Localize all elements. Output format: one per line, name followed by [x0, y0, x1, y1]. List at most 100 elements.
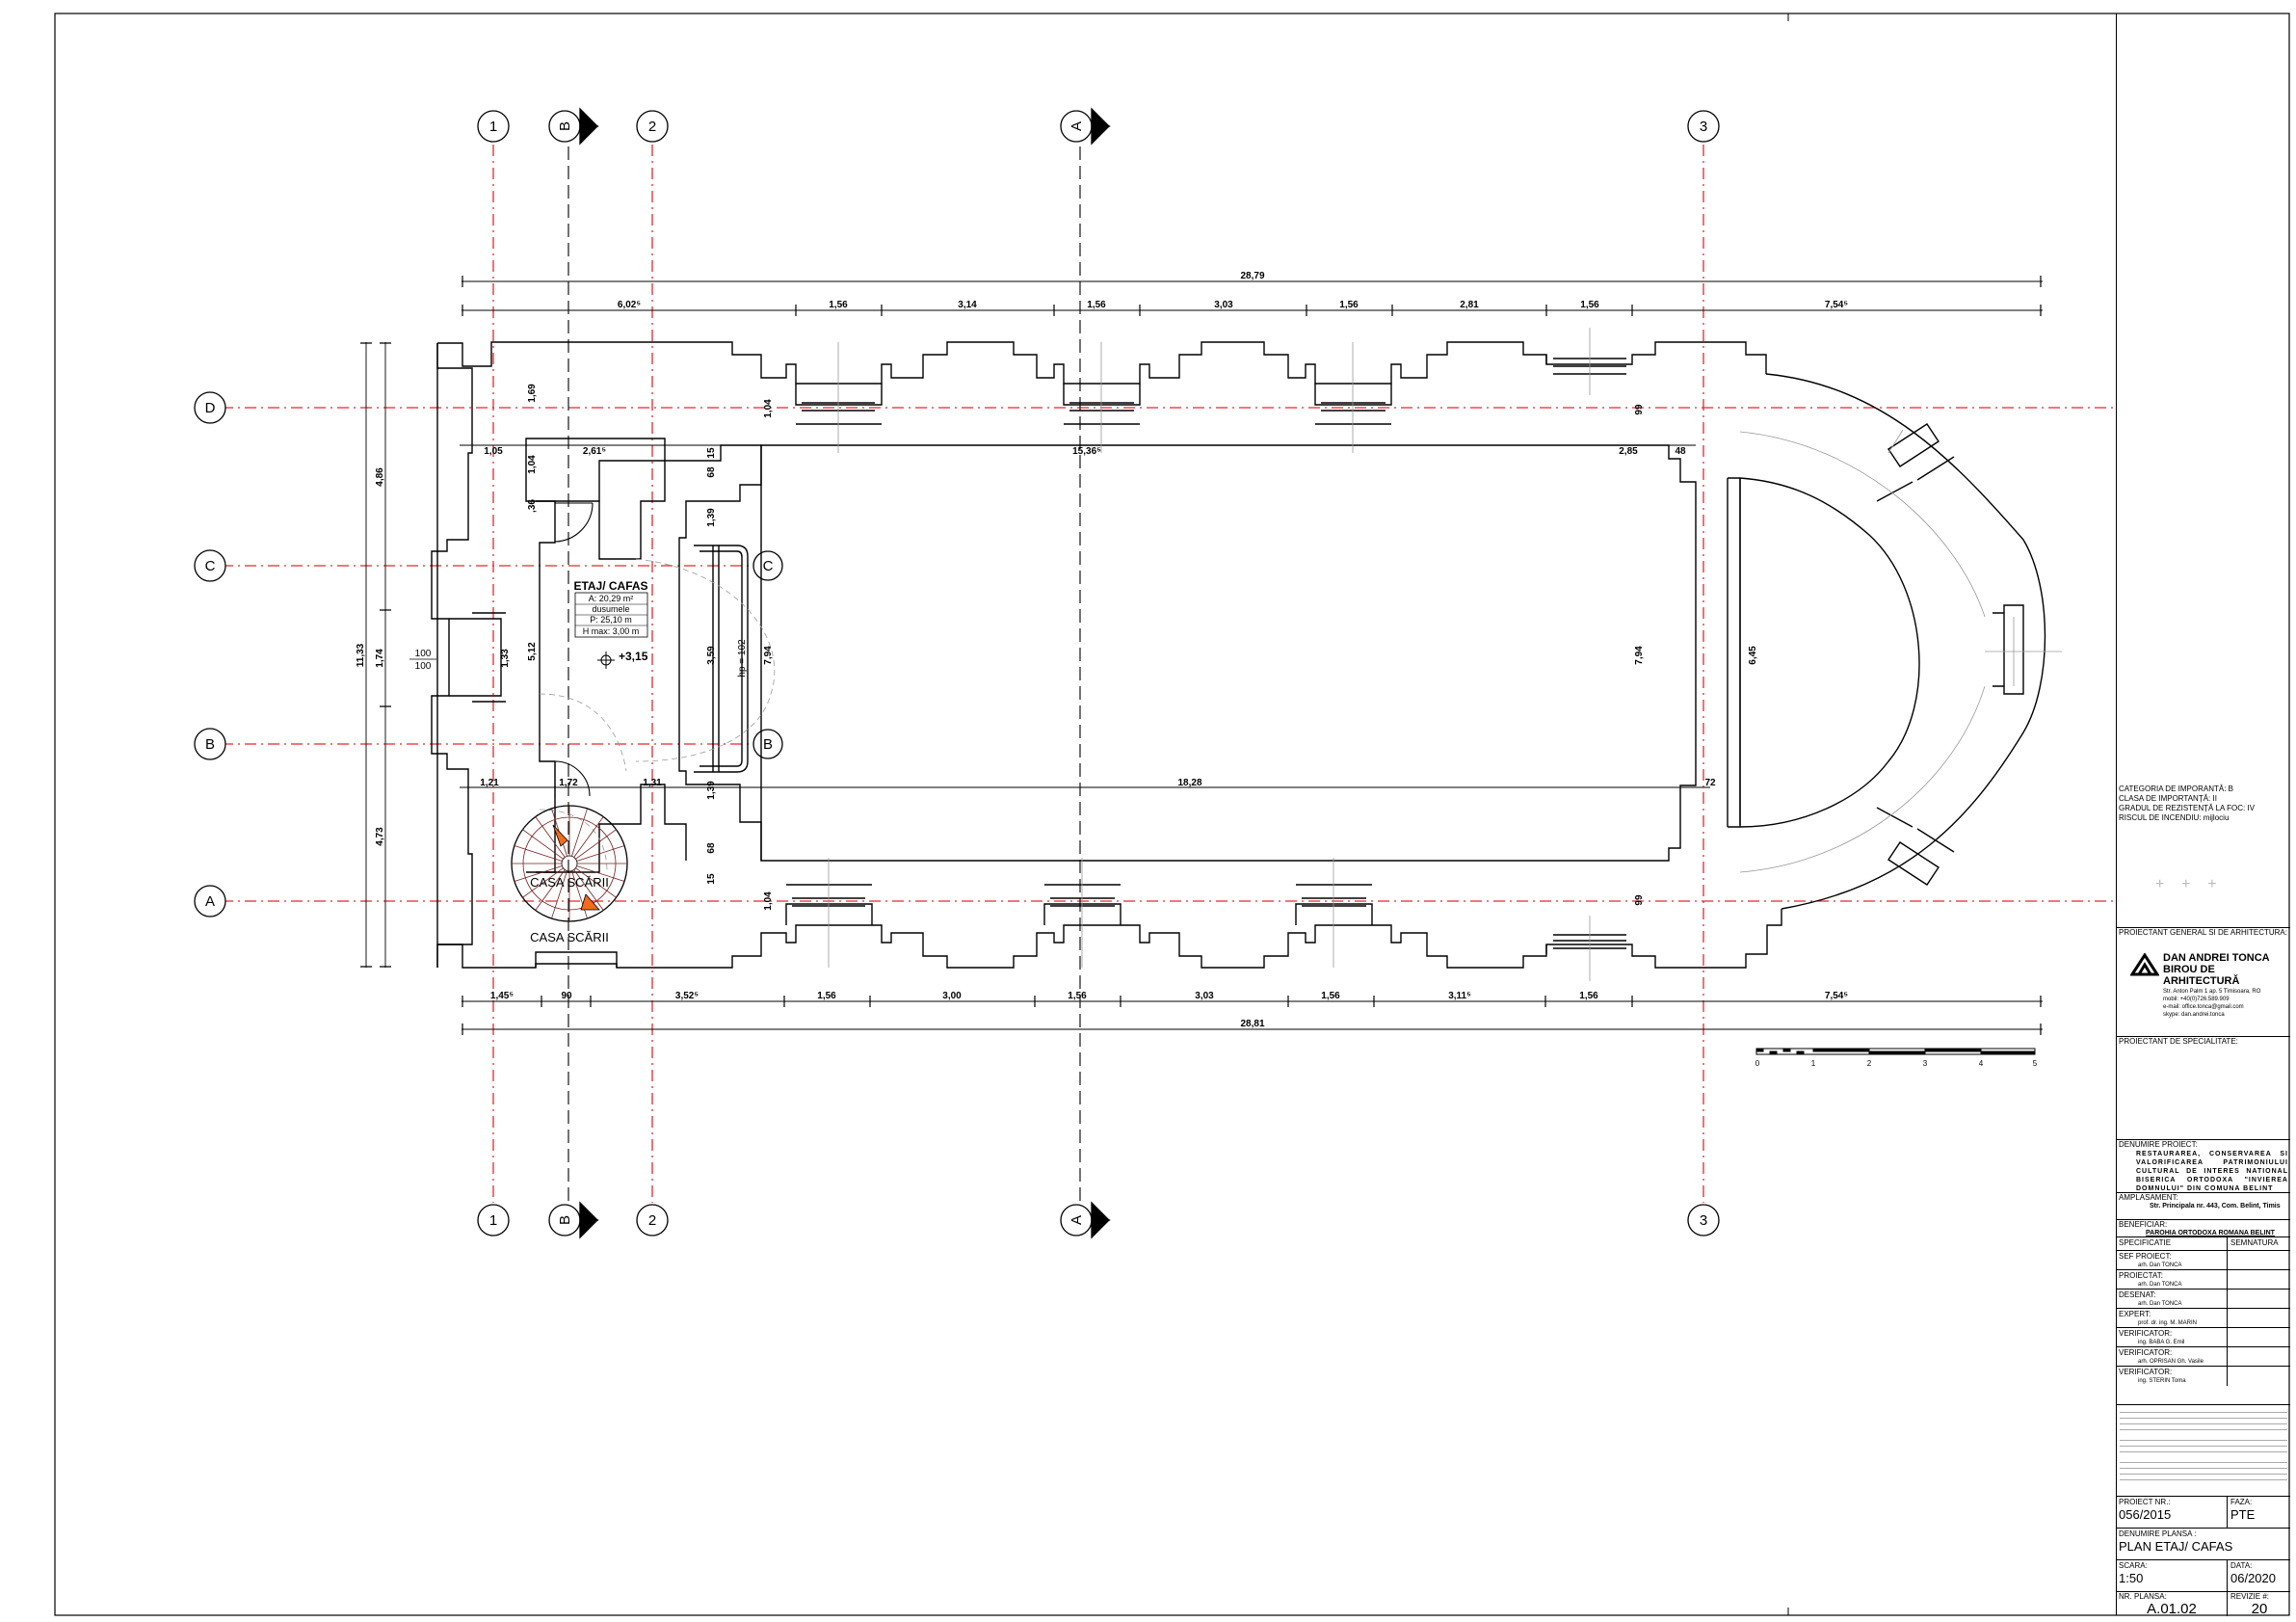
risc-incendiu: RISCUL DE INCENDIU: mijlociu: [2119, 813, 2230, 822]
sheet-border: [54, 13, 2290, 1616]
nr-plansa-row: NR. PLANSA: A.01.02 REVIZIE #: 20: [2117, 1591, 2290, 1616]
dim-left-total: 11,33: [356, 643, 366, 667]
scara-value: 1:50: [2119, 1571, 2144, 1585]
data-value: 06/2020: [2230, 1571, 2276, 1585]
signature-name: ing. BABA G. Emil: [2138, 1340, 2185, 1345]
axis-label-B: B: [205, 736, 215, 753]
dim-bottom-9: 1,56: [1579, 991, 1598, 1001]
amplasament-value: Str. Principala nr. 443, Com. Belint, Ti…: [2150, 1203, 2281, 1210]
axis-label-3-top: 3: [1700, 119, 1707, 135]
axis-bubble-B: [194, 728, 226, 760]
dim-v-14: 1,04: [763, 891, 774, 911]
stair-tread: [573, 816, 604, 858]
proiect-nr-row: PROIECT NR.: 056/2015 FAZA: PTE: [2117, 1496, 2290, 1529]
dim-v-2: ,36: [527, 499, 538, 513]
proiectant-general-section: PROIECTANT GENERAL SI DE ARHITECTURA: DA…: [2117, 927, 2290, 1037]
signature-role: DESENAT:: [2119, 1290, 2156, 1299]
signature-role: VERIFICATOR:: [2119, 1329, 2173, 1338]
scara-row: SCARA: 1:50 DATA: 06/2020: [2117, 1559, 2290, 1592]
specificatie-label: SPECIFICATIE: [2119, 1238, 2172, 1247]
amplasament-label: AMPLASAMENT:: [2119, 1193, 2178, 1202]
axis-label-B-inner: B: [763, 736, 773, 753]
room-area: A: 20,29 m²: [589, 594, 634, 603]
notes-text-lines: [2117, 1405, 2290, 1482]
room-hmax: H max: 3,00 m: [583, 626, 640, 636]
axis-label-C: C: [205, 558, 216, 574]
axis-bubbles: [194, 110, 1720, 1236]
proiectant-specialitate-label: PROIECTANT DE SPECIALITATE:: [2119, 1037, 2238, 1046]
signature-row: VERIFICATOR:arh. OPRISAN Gh. Vasile: [2117, 1346, 2290, 1367]
axis-label-2-bottom: 2: [648, 1212, 656, 1229]
dim-int-top-0: 1,05: [484, 446, 503, 457]
signature-role: EXPERT:: [2119, 1310, 2151, 1318]
signature-row: VERIFICATOR:ing. STERIN Toma: [2117, 1366, 2290, 1386]
revizie-value: 20: [2251, 1601, 2268, 1617]
firm-address: Str. Anton Palm 1 ap. 5 Timisoara, RO: [2163, 989, 2261, 995]
axis-labels: 1 B 2 A 3 1 B 2 A 3 D C B A C B: [205, 119, 1708, 1229]
firm-mobile: mobil: +40(0)726.589.909: [2163, 997, 2230, 1002]
dim-v-15: 99: [1634, 404, 1645, 415]
room-name: ETAJ/ CAFAS: [573, 579, 647, 593]
dim-v-11: 68: [706, 842, 717, 854]
dimension-text: 28,79 6,02⁵ 1,56 3,14 1,56 3,03 1,56 2,8…: [356, 271, 1848, 1029]
dim-v-17: 6,45: [1748, 646, 1758, 665]
dim-v-3: 1,33: [500, 649, 511, 668]
clasa-importanta: CLASA DE IMPORTANȚĂ: II: [2119, 794, 2217, 803]
stair-tread: [522, 867, 564, 898]
room-finish: dusumele: [592, 604, 629, 614]
dim-v-10: 1,39: [706, 781, 717, 800]
dim-v-12: 15: [706, 873, 717, 885]
opening-label: 100 100 hp = 102: [409, 639, 748, 678]
proiect-nr-label: PROIECT NR.:: [2119, 1498, 2171, 1506]
dim-bottom-7: 1,56: [1321, 991, 1340, 1001]
axis-label-2-top: 2: [648, 119, 656, 135]
dim-int-top-4: 48: [1675, 446, 1686, 457]
notes-section: [2117, 1404, 2290, 1497]
dim-int-bottom-3: 18,28: [1177, 778, 1201, 788]
dim-bottom-4: 3,00: [942, 991, 962, 1001]
nr-plansa-label: NR. PLANSA:: [2119, 1592, 2167, 1601]
stair-label-2: CASA SCĂRII: [530, 930, 609, 944]
dim-top-1: 1,56: [829, 300, 848, 310]
dim-bottom-total: 28,81: [1240, 1019, 1264, 1029]
stair-tread: [576, 845, 625, 862]
axis-bubble-2-top: [636, 110, 669, 143]
denumire-plansa-section: DENUMIRE PLANSA : PLAN ETAJ/ CAFAS: [2117, 1528, 2290, 1560]
scale-tick-3: 3: [1923, 1059, 1928, 1068]
denumire-plansa-value: PLAN ETAJ/ CAFAS: [2119, 1539, 2233, 1554]
dim-bottom-0: 1,45⁵: [490, 991, 514, 1001]
dim-int-bottom-1: 1,72: [559, 778, 578, 788]
beneficiar-section: BENEFICIAR: PAROHIA ORTODOXA ROMANA BELI…: [2117, 1219, 2290, 1237]
proiectant-specialitate-section: PROIECTANT DE SPECIALITATE:: [2117, 1036, 2290, 1140]
firm-skype: skype: dan.andrei.tonca: [2163, 1012, 2225, 1018]
signature-row: VERIFICATOR: ing. BABA G. Emil: [2117, 1327, 2290, 1347]
dim-int-top-2: 15,36⁵: [1072, 446, 1101, 457]
stair-tread: [575, 867, 617, 898]
dim-bottom-6: 3,03: [1195, 991, 1214, 1001]
scara-label: SCARA:: [2119, 1561, 2148, 1570]
dim-v-6: 68: [706, 466, 717, 478]
scale-bar-ticks: 0 1 2 3 4 5: [1755, 1059, 2038, 1068]
dim-left-0: 4,86: [375, 467, 385, 487]
signature-role: PROIECTAT:: [2119, 1271, 2163, 1280]
proiect-nr-value: 056/2015: [2119, 1507, 2172, 1522]
axis-label-a-top: A: [1069, 121, 1085, 131]
firm-name: DAN ANDREI TONCA: [2163, 952, 2270, 964]
dim-v-8: 3,59: [706, 646, 717, 665]
stair-tread: [575, 829, 617, 860]
dim-int-top-1: 2,61⁵: [583, 446, 606, 457]
room-perimeter: P: 25,10 m: [590, 615, 632, 625]
dim-v-1: 1,04: [527, 455, 538, 474]
stair-tread: [514, 865, 563, 882]
scale-tick-2: 2: [1867, 1059, 1872, 1068]
signature-name: arh. Dan TONCA: [2138, 1301, 2182, 1307]
level-marker-icon: [597, 651, 615, 669]
firm-subtitle: BIROU DE ARHITECTURĂ: [2163, 964, 2240, 987]
axis-bubble-D: [194, 391, 226, 424]
stair-tread: [576, 865, 625, 882]
building-walls: [431, 341, 2046, 969]
dim-v-9: 7,94: [763, 646, 774, 665]
dim-int-bottom-2: 1,31: [643, 778, 662, 788]
dim-top-3: 1,56: [1087, 300, 1106, 310]
dim-top-5: 1,56: [1339, 300, 1359, 310]
